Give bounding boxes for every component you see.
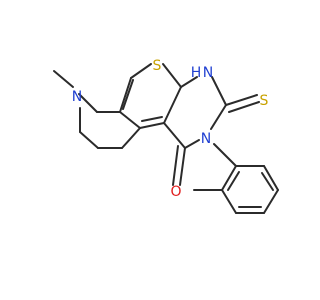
amide-nitrogen-label: N	[201, 131, 211, 147]
thiophene-sulfur-label: S	[153, 58, 162, 74]
thione-sulfur-label: S	[260, 93, 269, 109]
bond	[184, 139, 200, 149]
carbonyl-oxygen-label: O	[170, 184, 181, 200]
bond	[263, 165, 279, 191]
bond	[53, 70, 74, 88]
piperidine-nitrogen-label: N	[72, 89, 82, 105]
bond	[119, 111, 141, 129]
nh-hydrogen-label: H	[191, 65, 202, 81]
atom-labels: S H N S N O N	[72, 58, 269, 200]
bond	[141, 116, 163, 122]
nh-nitrogen-label: N	[203, 65, 213, 81]
bonds	[53, 63, 279, 214]
bond	[221, 165, 237, 191]
bond	[121, 127, 141, 149]
bond	[163, 122, 186, 149]
molecule-structure: S H N S N O N	[53, 58, 279, 214]
bond	[213, 143, 237, 167]
bond	[210, 104, 227, 130]
bond	[225, 94, 258, 106]
bond	[163, 86, 182, 124]
bond	[228, 101, 260, 113]
bond	[172, 145, 179, 186]
bond	[227, 171, 240, 191]
bond	[119, 77, 132, 113]
bond	[211, 76, 227, 106]
bond	[179, 147, 186, 186]
bond	[122, 79, 134, 110]
bond	[263, 189, 279, 214]
bond	[78, 93, 98, 113]
bond	[221, 189, 237, 214]
bond	[162, 63, 182, 88]
bond	[139, 122, 165, 129]
bond	[261, 172, 274, 191]
bond	[130, 63, 152, 79]
bond	[79, 131, 99, 149]
bond	[180, 76, 198, 88]
